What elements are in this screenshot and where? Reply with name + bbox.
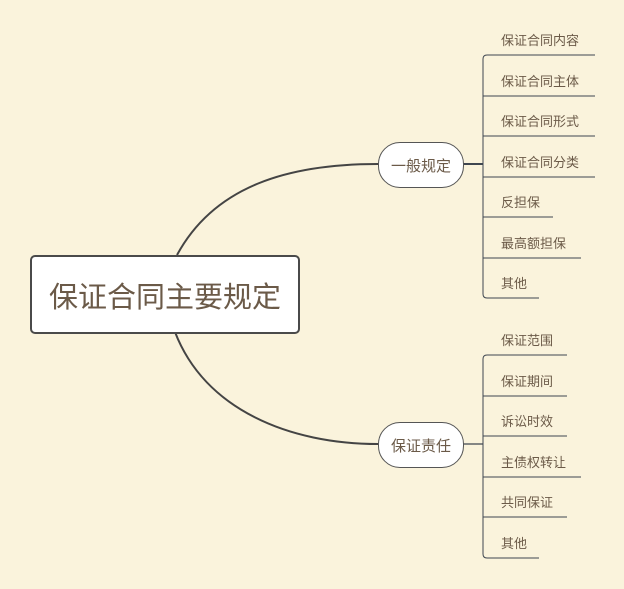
leaf-topic[interactable]: 最高额担保 (501, 237, 567, 252)
leaf-topic[interactable]: 诉讼时效 (501, 415, 554, 430)
leaf-topic[interactable]: 其他 (501, 537, 528, 552)
leaf-topic[interactable]: 主债权转让 (501, 456, 567, 471)
branch-topic-liability[interactable]: 保证责任 (378, 422, 464, 468)
branch-topic-general[interactable]: 一般规定 (378, 142, 464, 188)
root-topic[interactable]: 保证合同主要规定 (30, 255, 300, 334)
leaf-topic[interactable]: 保证合同主体 (501, 75, 580, 90)
leaf-topic[interactable]: 反担保 (501, 196, 541, 211)
connector-root-branch-1 (176, 163, 379, 256)
connector-root-branch-2 (174, 331, 379, 445)
leaf-topic[interactable]: 其他 (501, 277, 528, 292)
leaf-underline (482, 354, 567, 360)
leaf-topic[interactable]: 保证期间 (501, 375, 554, 390)
leaf-underline (482, 293, 539, 299)
leaf-topic[interactable]: 保证合同内容 (501, 34, 580, 49)
leaf-underline (482, 54, 595, 60)
leaf-topic[interactable]: 共同保证 (501, 496, 554, 511)
leaf-topic[interactable]: 保证合同形式 (501, 115, 580, 130)
leaf-topic[interactable]: 保证合同分类 (501, 156, 580, 171)
leaf-topic[interactable]: 保证范围 (501, 334, 554, 349)
leaf-underline (482, 553, 539, 559)
